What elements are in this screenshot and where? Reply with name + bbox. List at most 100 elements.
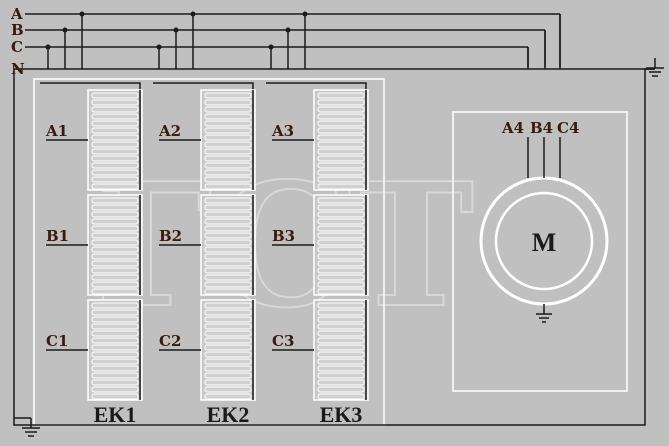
coil-turn [91,211,139,218]
coil-turn [317,183,365,190]
coil-turn [317,106,365,113]
coil-turn [204,162,252,169]
coil-turn [91,246,139,253]
coil-turn [91,183,139,190]
coil-turn [204,379,252,386]
coil-turn [317,274,365,281]
coil-turn [204,155,252,162]
coil-turn [91,351,139,358]
coil-turn [317,92,365,99]
coil-turn [204,148,252,155]
coil-turn [91,274,139,281]
coil-turn [204,253,252,260]
coil-turn [204,232,252,239]
heater-coil-section: C3 [272,299,369,401]
coil-turn [91,316,139,323]
heater-top-link [40,82,141,90]
junction-dot [45,44,51,50]
coil-turn [91,365,139,372]
coil-turn [204,330,252,337]
coil-turn [317,344,365,351]
junction-dot [156,44,162,50]
coil-turn [317,393,365,400]
coil-turn [317,239,365,246]
coil-turn [204,267,252,274]
coil-turn [317,365,365,372]
coil-turn [317,120,365,127]
coil-turn [317,330,365,337]
tap-label-b2: B2 [159,227,182,245]
bus-lines [13,13,655,426]
coil-turn [91,225,139,232]
tap-label-a3: A3 [271,122,294,140]
coil-turn [91,309,139,316]
heater-top-link [266,82,367,90]
bus-label-n: N [11,60,25,78]
coil-turn [91,386,139,393]
coil-turn [317,358,365,365]
coil-turn [91,379,139,386]
coil-turn [317,162,365,169]
coil-turn [317,267,365,274]
coil-turn [204,225,252,232]
junction-dot [79,11,85,17]
coil-turn [204,281,252,288]
coil-turn [317,253,365,260]
coil-turn [317,218,365,225]
junction-dot [268,44,274,50]
coil-turn [91,162,139,169]
heater-coil-section: B3 [272,194,369,296]
coil-turn [91,99,139,106]
coil-turn [204,239,252,246]
n-bus-loop [13,68,655,426]
motor-inner-circle [494,191,594,291]
coil-turn [317,246,365,253]
coil-turn [317,232,365,239]
coil-turn [204,218,252,225]
coil-turn [204,309,252,316]
motor-terminal-b4: B4 [530,119,553,137]
coil-turn [317,337,365,344]
coil-turn [317,309,365,316]
coil-turn [204,134,252,141]
coil-turn [91,337,139,344]
coil-turn [317,323,365,330]
coil-turn [91,106,139,113]
coil-turn [317,211,365,218]
coil-turn [317,386,365,393]
coil-turn [91,204,139,211]
junction-dot [302,11,308,17]
watermark: ГСТ [95,146,474,346]
coil-turn [317,197,365,204]
coil-turn [91,113,139,120]
coil-turn [204,106,252,113]
coil-turn [91,344,139,351]
coil-turn [204,204,252,211]
coil-turn [91,267,139,274]
coil-turn [204,393,252,400]
coil-turn [91,127,139,134]
heater-top-link [153,82,254,90]
coil-turn [204,99,252,106]
coil-turn [317,113,365,120]
ground-icon-bottom-left [22,418,40,437]
tap-label-c3: C3 [272,332,294,350]
coil-turn [91,120,139,127]
coil-turn [204,302,252,309]
coil-turn [204,365,252,372]
coil-turn [91,197,139,204]
tap-label-c2: C2 [159,332,181,350]
coil-turn [204,120,252,127]
coil-turn [204,288,252,295]
coil-turn [204,183,252,190]
junction-dot [285,27,291,33]
coil-turn [317,302,365,309]
heater-label-ek1: EK1 [94,402,137,427]
junction-dot [190,11,196,17]
coil-turn [204,246,252,253]
coil-turn [317,141,365,148]
coil-turn [204,197,252,204]
coil-turn [317,127,365,134]
